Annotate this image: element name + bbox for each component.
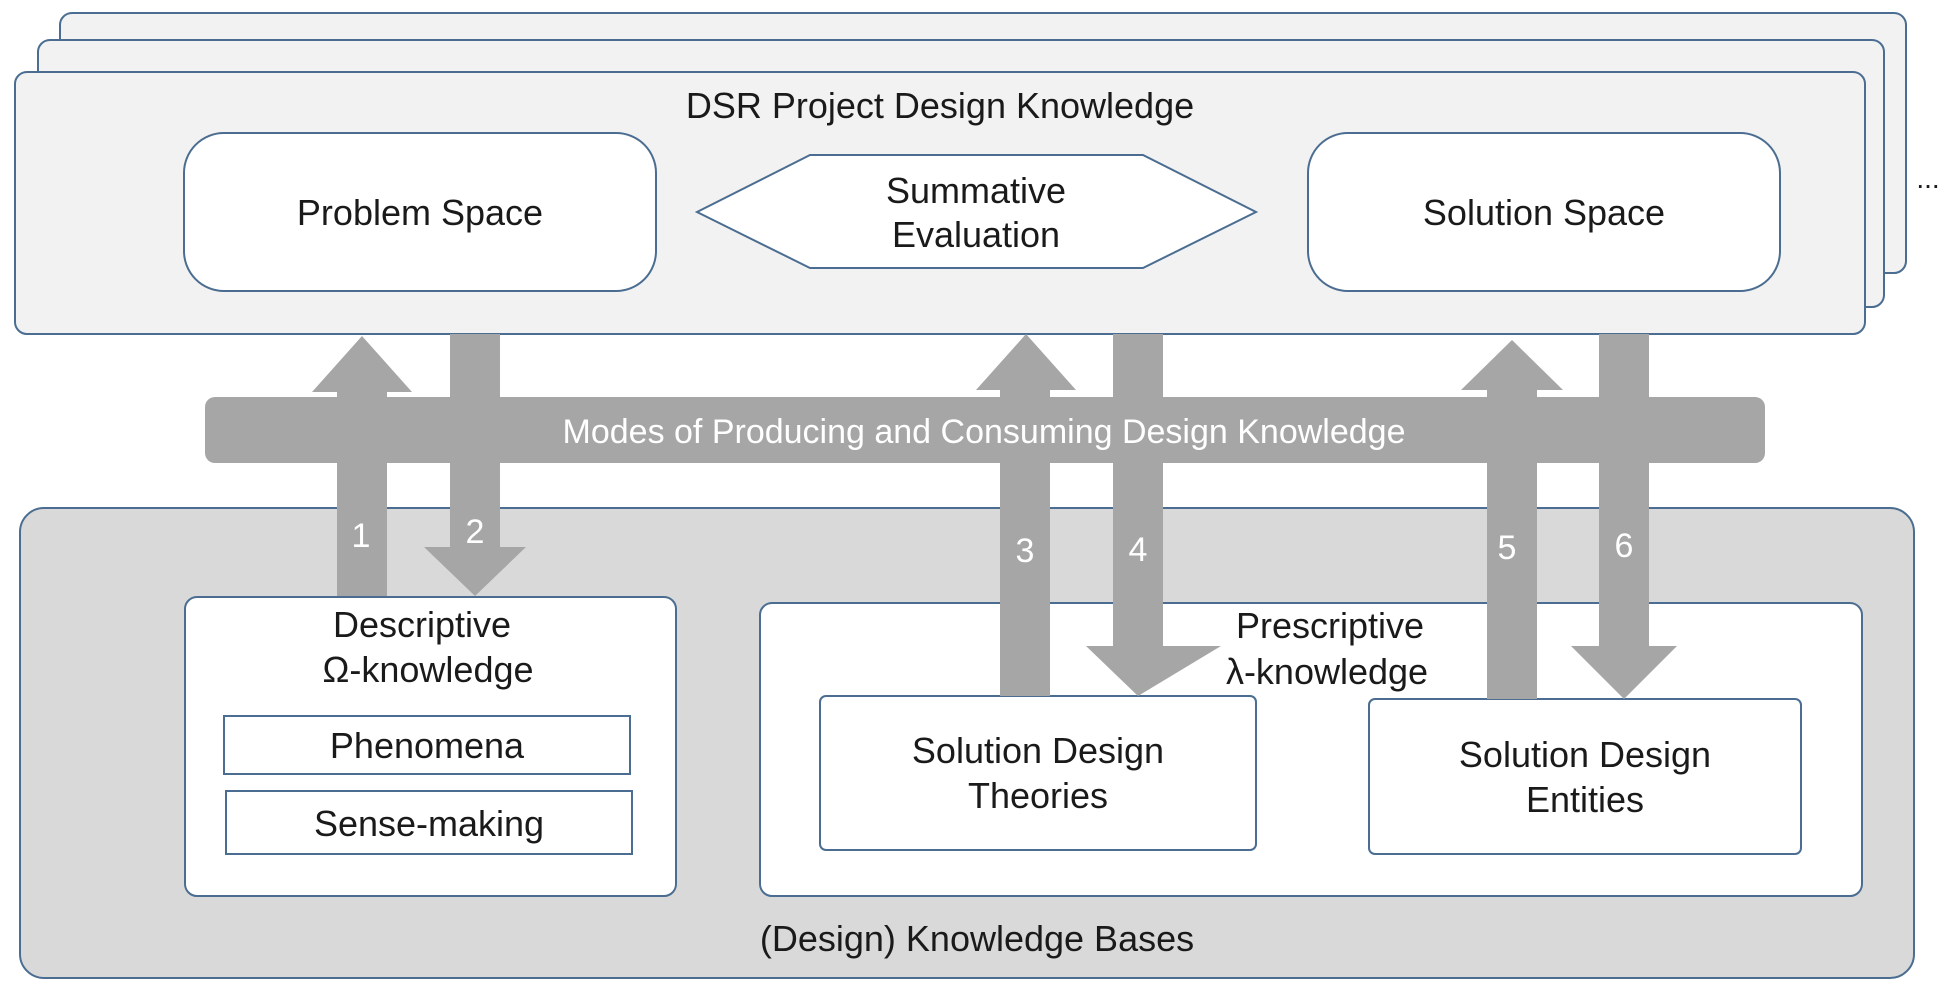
arrow-5 (1461, 340, 1563, 699)
arrow-4-number: 4 (1129, 531, 1148, 569)
solution-design-entities-box (1368, 698, 1802, 855)
arrow-6-number: 6 (1615, 527, 1634, 565)
prescriptive-title-line-2: λ-knowledge (1226, 651, 1428, 692)
phenomena-label: Phenomena (330, 725, 525, 766)
sense-making-box (225, 790, 633, 855)
problem-space-box (183, 132, 657, 292)
solution-space-box (1307, 132, 1781, 292)
problem-space-label: Problem Space (297, 192, 543, 233)
theories-line-2: Theories (968, 775, 1108, 816)
solution-design-theories-box (819, 695, 1257, 851)
entities-line-2: Entities (1526, 779, 1644, 820)
arrow-2 (424, 334, 526, 596)
arrow-6 (1571, 334, 1677, 699)
summative-evaluation-hexagon (694, 154, 1259, 269)
descriptive-title-line-2: Ω-knowledge (322, 649, 533, 690)
summative-evaluation-line-2: Evaluation (892, 214, 1060, 255)
arrow-3-number: 3 (1016, 532, 1035, 570)
descriptive-title-line-1: Descriptive (333, 604, 511, 645)
prescriptive-title-line-1: Prescriptive (1236, 605, 1424, 646)
entities-line-1: Solution Design (1459, 734, 1711, 775)
modes-band-label: Modes of Producing and Consuming Design … (563, 413, 1406, 451)
arrow-2-number: 2 (466, 513, 485, 551)
theories-line-1: Solution Design (912, 730, 1164, 771)
knowledge-bases-title: (Design) Knowledge Bases (760, 918, 1194, 959)
sense-making-label: Sense-making (314, 803, 544, 844)
phenomena-box (223, 715, 631, 775)
arrow-5-number: 5 (1498, 529, 1517, 567)
solution-space-label: Solution Space (1423, 192, 1665, 233)
modes-band (205, 397, 1765, 463)
ellipsis: ... (1916, 163, 1939, 194)
project-title: DSR Project Design Knowledge (686, 85, 1194, 126)
arrow-1-number: 1 (352, 517, 371, 555)
summative-evaluation-line-1: Summative (886, 170, 1066, 211)
